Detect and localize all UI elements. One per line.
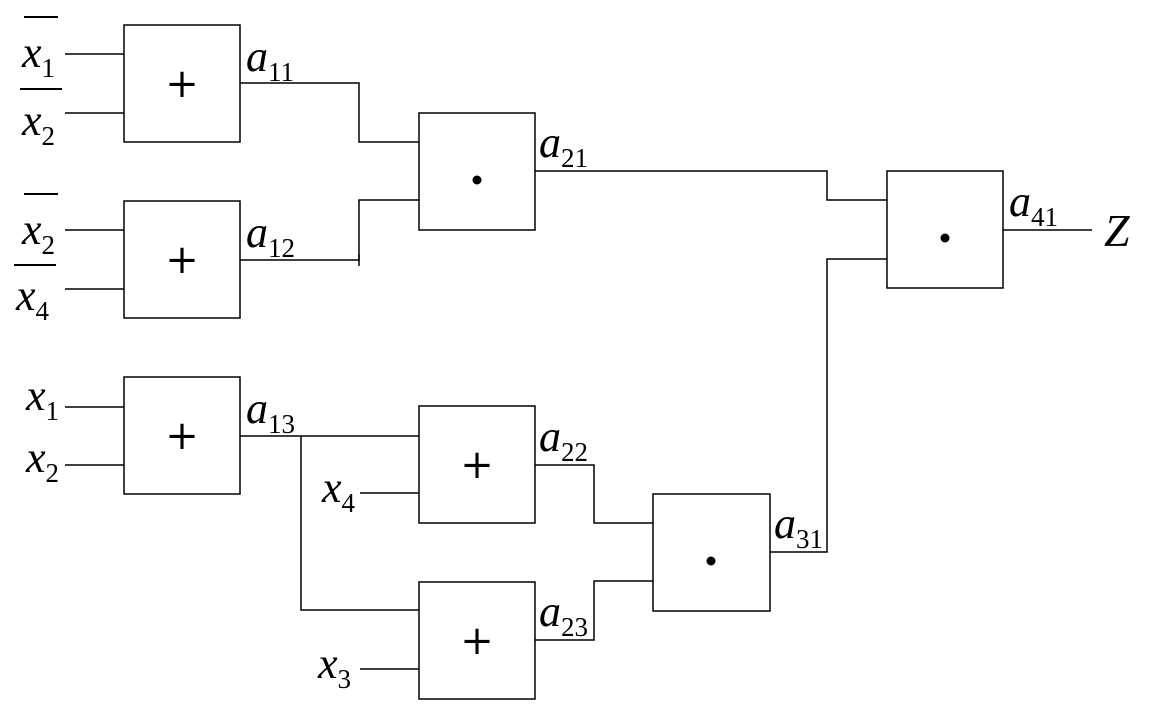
block-a41 <box>886 170 1004 289</box>
label-a11: a11 <box>246 32 294 87</box>
input-not-x1: x1 <box>21 16 58 83</box>
input-not-x2-b: x2 <box>21 193 58 260</box>
wire-a22 <box>535 464 653 524</box>
svg-text:x1: x1 <box>25 371 59 426</box>
input-x4: x4 <box>321 463 356 518</box>
svg-text:x1: x1 <box>21 28 55 83</box>
output-label-z: Z <box>1104 205 1130 256</box>
or-operator: + <box>165 61 199 107</box>
or-operator: + <box>165 413 199 459</box>
label-a23: a23 <box>539 587 588 642</box>
label-a22: a22 <box>539 412 588 467</box>
svg-text:x2: x2 <box>21 96 55 151</box>
svg-text:x2: x2 <box>25 433 59 488</box>
or-operator: + <box>460 618 494 664</box>
label-a31: a31 <box>774 499 823 554</box>
wires <box>65 53 1092 670</box>
input-x2: x2 <box>25 433 59 488</box>
wire-a21 <box>535 170 887 201</box>
input-x1: x1 <box>25 371 59 426</box>
svg-text:x4: x4 <box>321 463 356 518</box>
input-x3: x3 <box>317 639 351 694</box>
block-a31 <box>652 493 771 612</box>
svg-text:x3: x3 <box>317 639 351 694</box>
label-a41: a41 <box>1009 177 1058 232</box>
wire-a11 <box>240 82 419 143</box>
input-not-x4: x4 <box>14 264 56 326</box>
wire-a12 <box>240 199 419 261</box>
svg-text:x4: x4 <box>15 271 50 326</box>
wire-a13-a23 <box>300 436 419 611</box>
block-a21 <box>418 112 536 231</box>
and-operator-dot <box>940 233 950 243</box>
label-a13: a13 <box>246 384 295 439</box>
block-a12: + <box>123 200 241 319</box>
label-a21: a21 <box>539 118 588 173</box>
label-a12: a12 <box>246 208 295 263</box>
input-not-x2: x2 <box>20 88 62 151</box>
svg-text:x2: x2 <box>21 205 55 260</box>
and-operator-dot <box>706 556 716 566</box>
block-a22: + <box>418 405 536 524</box>
block-a23: + <box>418 581 536 700</box>
wire-a31 <box>770 258 887 553</box>
or-operator: + <box>460 442 494 488</box>
or-operator: + <box>165 237 199 283</box>
block-a13: + <box>123 376 241 495</box>
and-operator-dot <box>472 175 482 185</box>
wire-a23 <box>535 580 653 641</box>
block-a11: + <box>123 24 241 143</box>
